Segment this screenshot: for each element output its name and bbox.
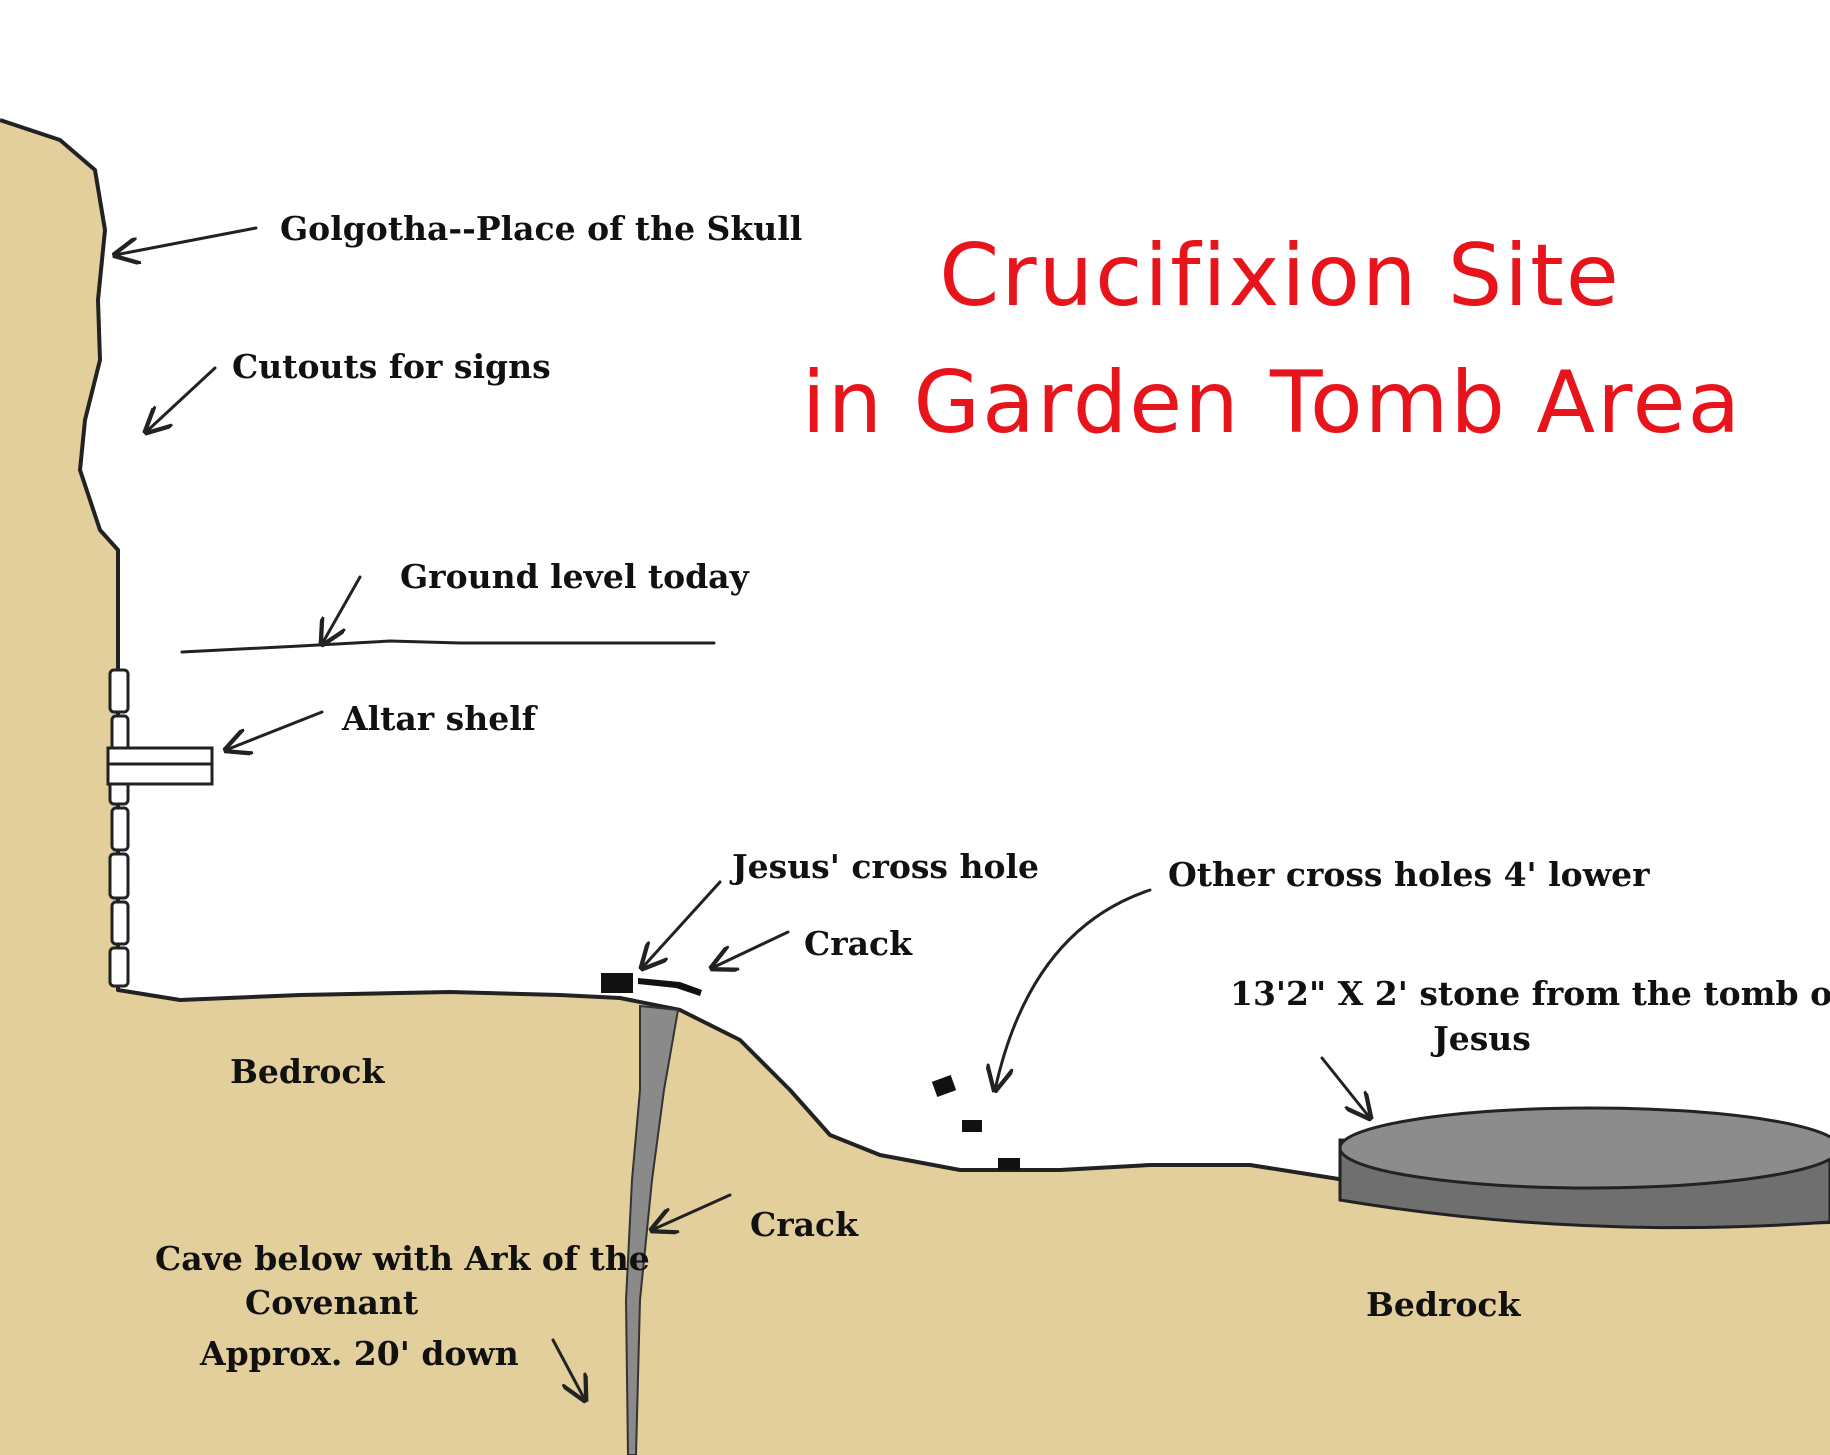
jesus-cross-hole-label: Jesus' cross hole [729, 847, 1039, 886]
cliff-stone-blocks [108, 668, 130, 988]
ground-level-arrow [322, 575, 362, 644]
ground-level-label: Ground level today [400, 557, 750, 596]
jesus-cross-hole-arrow [642, 880, 722, 968]
tomb-stone-label-2: Jesus [1430, 1019, 1531, 1058]
cave-label-1: Cave below with Ark of the [155, 1239, 650, 1278]
cave-label-2: Covenant [245, 1283, 419, 1322]
altar-shelf-arrow [226, 710, 324, 750]
crack-bottom-label: Crack [750, 1205, 859, 1244]
cutouts-arrow [146, 366, 217, 432]
crack-top-label: Crack [804, 924, 913, 963]
other-cross-holes-label: Other cross holes 4' lower [1168, 855, 1650, 894]
bedrock-terrain [0, 120, 1830, 1455]
altar-shelf [106, 746, 214, 786]
title-line-2: in Garden Tomb Area [802, 353, 1742, 453]
crack-fissure [624, 1004, 680, 1455]
crack-top-arrow [712, 930, 790, 968]
cutouts-label: Cutouts for signs [232, 347, 551, 386]
ground-level-line [180, 639, 716, 654]
golgotha-label: Golgotha--Place of the Skull [280, 209, 802, 248]
golgotha-arrow [115, 226, 258, 255]
other-cross-holes [931, 1075, 1020, 1170]
title-line-1: Crucifixion Site [939, 226, 1621, 326]
bedrock-left-label: Bedrock [230, 1052, 385, 1091]
tomb-stone-arrow [1320, 1056, 1370, 1118]
cave-label-3: Approx. 20' down [199, 1334, 519, 1373]
jesus-cross-hole [601, 973, 633, 993]
tomb-stone-label-1: 13'2" X 2' stone from the tomb of [1230, 974, 1830, 1013]
other-cross-holes-arrow [995, 888, 1152, 1090]
bedrock-right-label: Bedrock [1366, 1285, 1521, 1324]
altar-shelf-label: Altar shelf [341, 699, 538, 738]
surface-crack [638, 978, 702, 996]
cave-arrow [551, 1338, 585, 1400]
crack-bottom-arrow [652, 1193, 732, 1230]
tomb-stone [1338, 1106, 1830, 1230]
